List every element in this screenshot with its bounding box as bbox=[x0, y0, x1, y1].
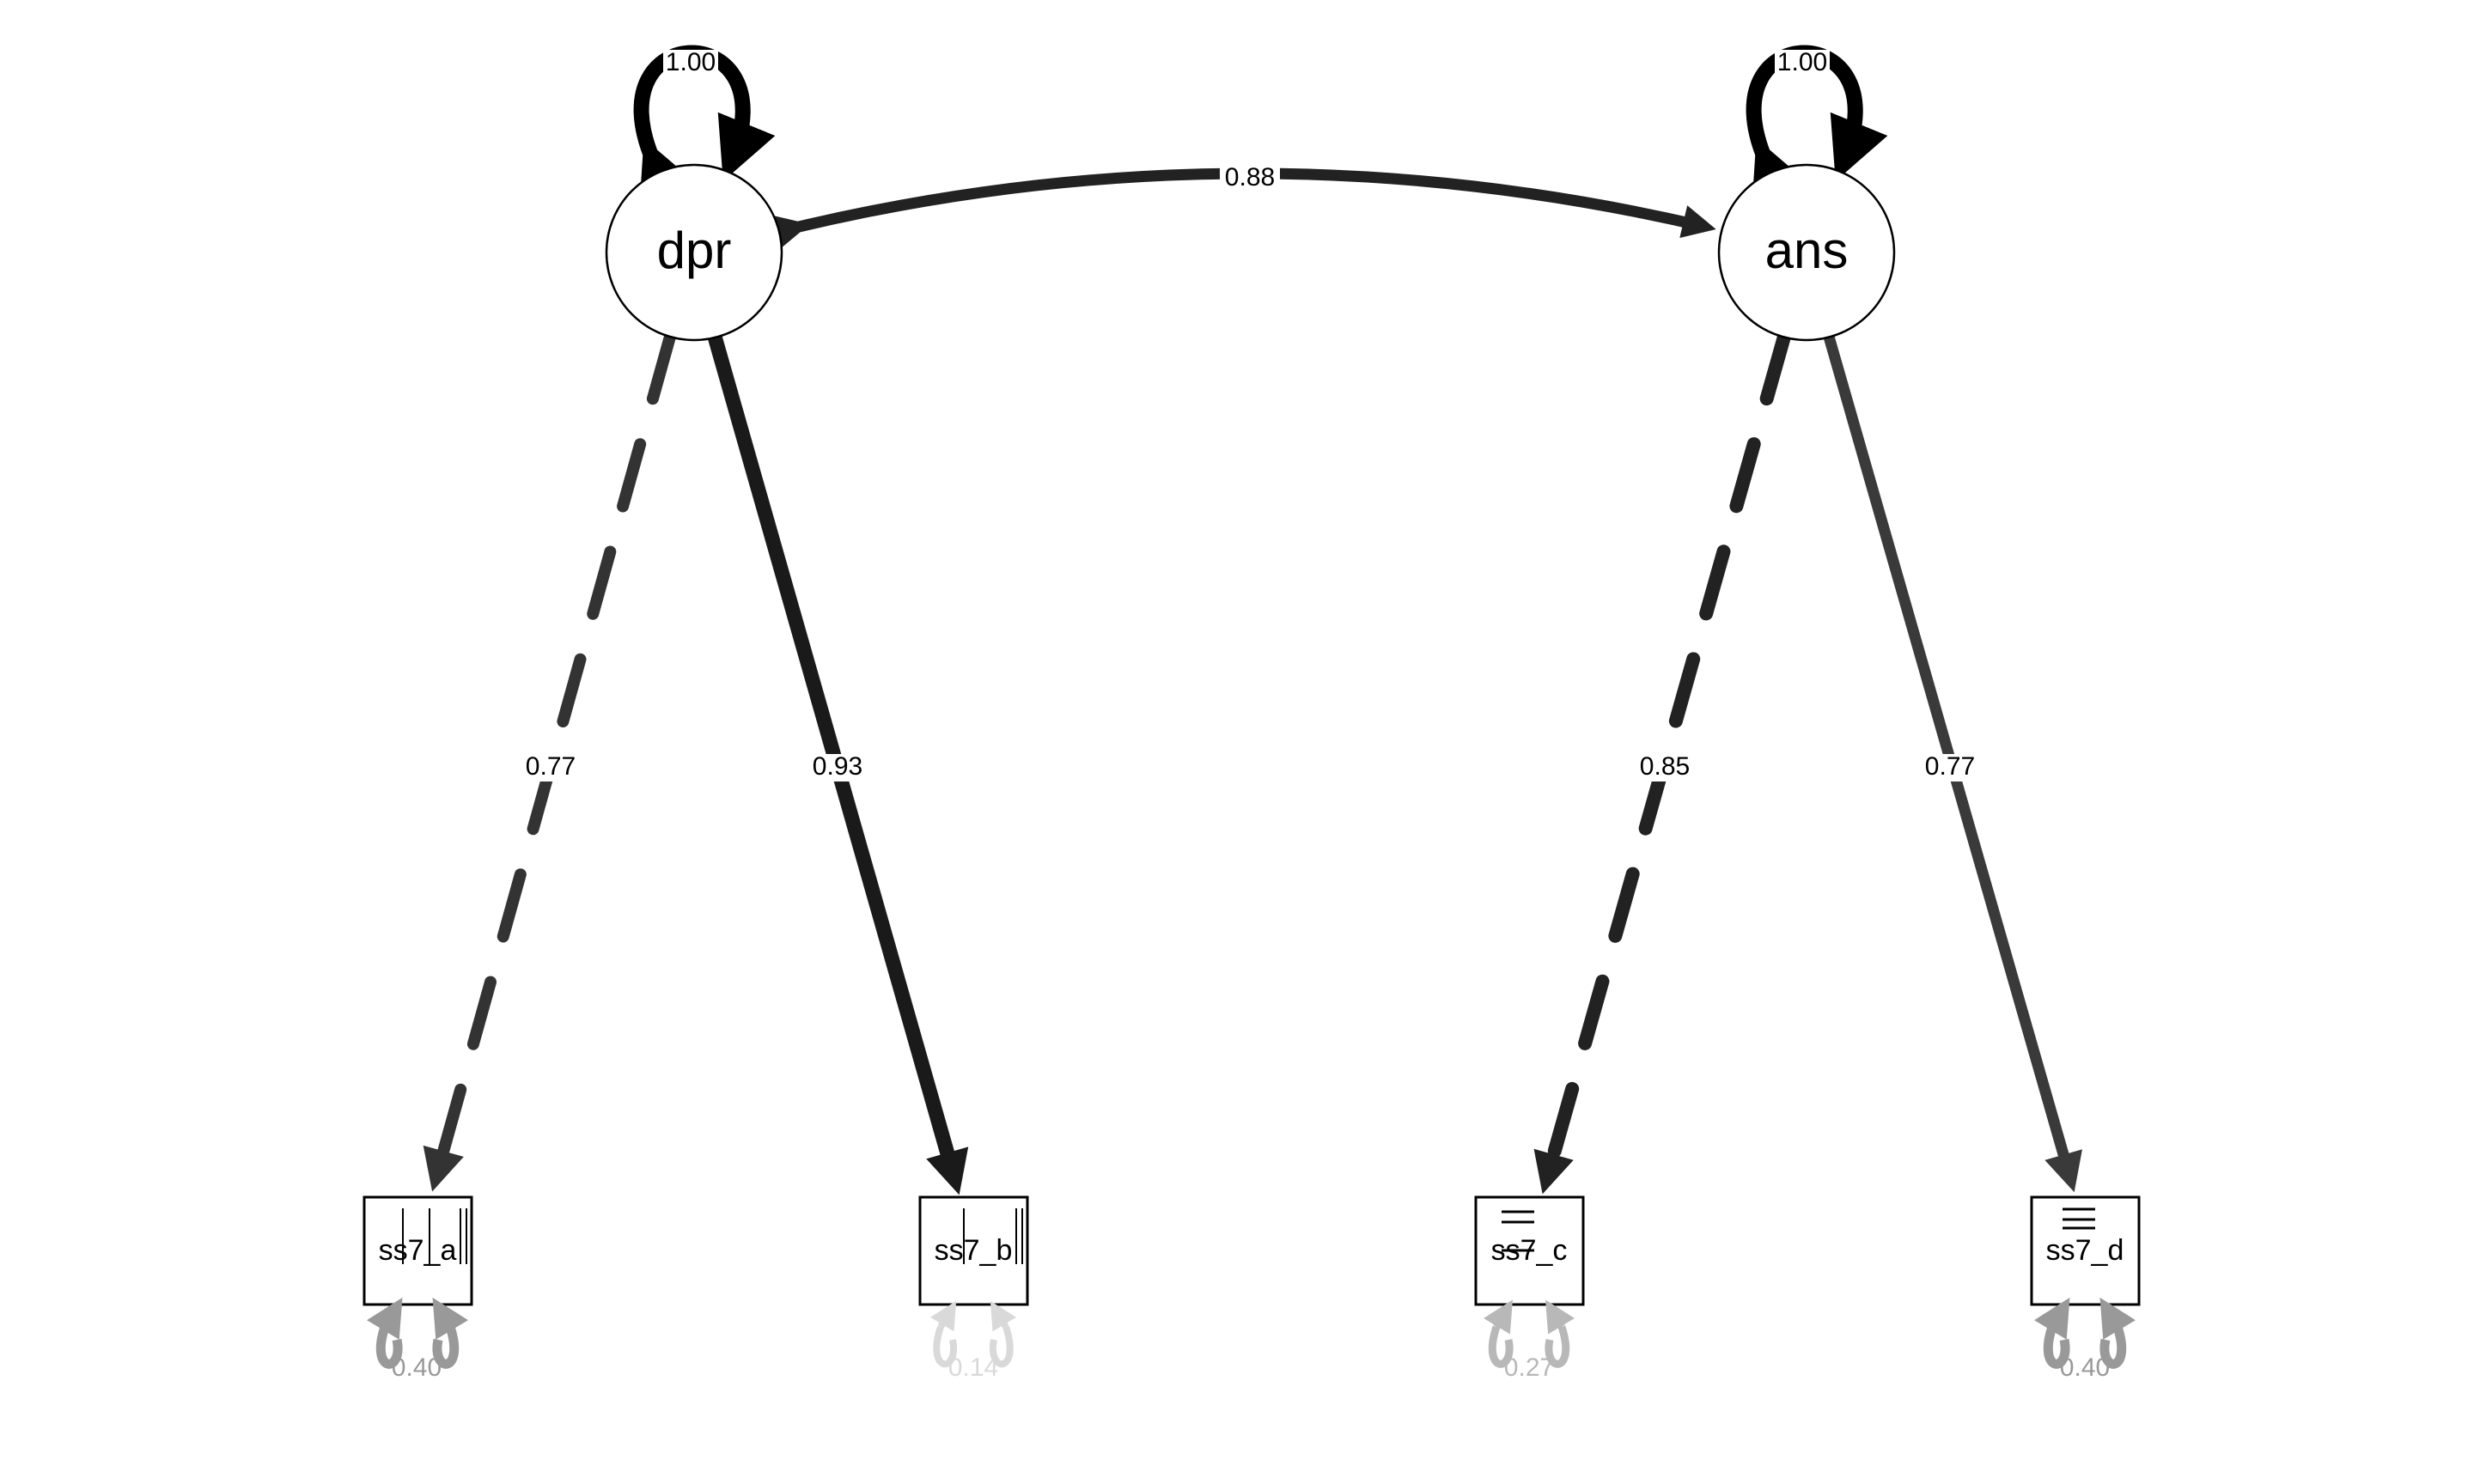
residual-ss7_a: 0.40 bbox=[366, 1297, 469, 1382]
loading-dpr-ss7_a: 0.77 bbox=[423, 331, 676, 1192]
indicator-label-ss7_d: ss7_d bbox=[2046, 1234, 2124, 1267]
variance-loop-ans: 1.00 bbox=[1746, 45, 1888, 208]
residual-label-ss7_c: 0.27 bbox=[1504, 1353, 1554, 1382]
latent-label-ans: ans bbox=[1765, 222, 1849, 279]
indicator-label-ss7_b: ss7_b bbox=[935, 1234, 1013, 1267]
loading-dpr-ss7_b: 0.93 bbox=[707, 334, 969, 1195]
loading-ans-ss7_d: 0.77 bbox=[1823, 335, 2082, 1193]
variance-label-ans: 1.00 bbox=[1777, 48, 1827, 76]
indicator-ss7_a: ss7_a bbox=[363, 1195, 473, 1306]
latent-node-dpr: dpr bbox=[605, 163, 783, 342]
variance-label-dpr: 1.00 bbox=[666, 48, 716, 76]
loading-label-ss7_c: 0.85 bbox=[1640, 752, 1690, 781]
residual-ss7_d: 0.40 bbox=[2033, 1297, 2136, 1382]
loading-label-ss7_a: 0.77 bbox=[526, 752, 576, 781]
indicator-ss7_b: ss7_b bbox=[918, 1195, 1029, 1306]
residual-label-ss7_d: 0.40 bbox=[2060, 1353, 2110, 1382]
covariance-label: 0.88 bbox=[1225, 163, 1275, 192]
residual-ss7_c: 0.27 bbox=[1483, 1299, 1575, 1382]
residual-label-ss7_a: 0.40 bbox=[392, 1353, 442, 1382]
latent-label-dpr: dpr bbox=[657, 222, 732, 279]
indicator-ss7_c: ss7_c bbox=[1474, 1195, 1585, 1306]
indicator-ss7_d: ss7_d bbox=[2030, 1195, 2141, 1306]
loading-ans-ss7_c: 0.85 bbox=[1533, 330, 1791, 1195]
indicator-label-ss7_a: ss7_a bbox=[379, 1234, 457, 1267]
indicator-label-ss7_c: ss7_c bbox=[1491, 1234, 1568, 1267]
variance-loop-dpr: 1.00 bbox=[633, 45, 776, 208]
loading-label-ss7_b: 0.93 bbox=[813, 752, 862, 781]
residual-ss7_b: 0.14 bbox=[929, 1300, 1017, 1382]
loading-label-ss7_d: 0.77 bbox=[1925, 752, 1975, 781]
covariance-dpr-ans: 0.88 bbox=[773, 163, 1716, 248]
latent-node-ans: ans bbox=[1717, 163, 1896, 342]
residual-label-ss7_b: 0.14 bbox=[948, 1353, 998, 1382]
